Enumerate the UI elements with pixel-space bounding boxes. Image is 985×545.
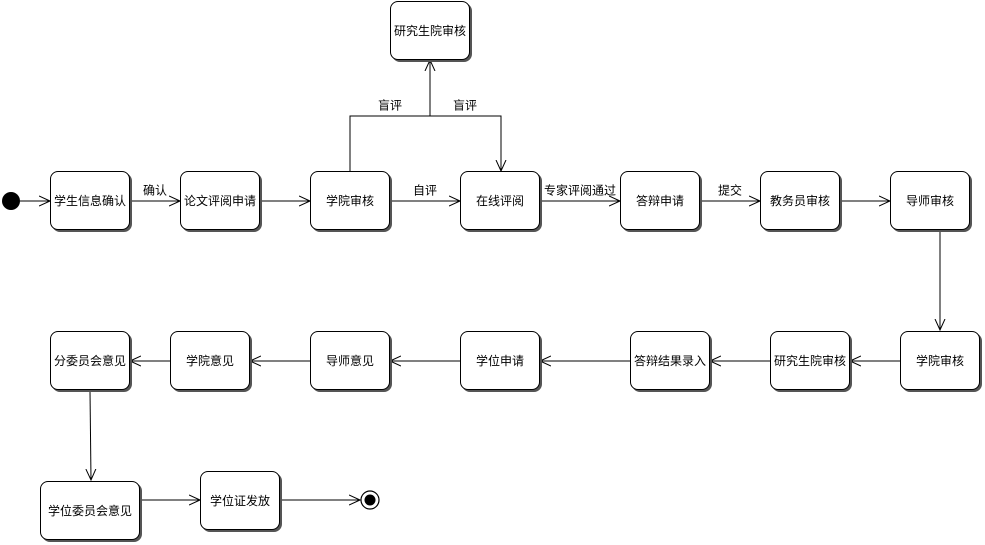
edge-college-review-blind-to-grad-school xyxy=(349,60,430,171)
node-student-info-confirm: 学生信息确认 xyxy=(50,171,130,230)
edge-label-expert-review-passed: 专家评阅通过 xyxy=(543,183,617,198)
node-academic-staff-review: 教务员审核 xyxy=(760,171,840,230)
node-college-review-2: 学院审核 xyxy=(900,331,980,390)
end-node xyxy=(360,490,380,510)
node-defense-apply: 答辩申请 xyxy=(620,171,700,230)
node-advisor-review: 导师审核 xyxy=(890,171,970,230)
edge-label-self-review: 自评 xyxy=(412,183,438,198)
node-degree-committee-opinion: 学位委员会意见 xyxy=(40,481,140,540)
node-college-opinion: 学院意见 xyxy=(170,331,250,390)
node-college-review-1: 学院审核 xyxy=(310,171,390,230)
node-defense-result-entry: 答辩结果录入 xyxy=(630,331,710,390)
node-subcommittee-opinion: 分委员会意见 xyxy=(50,331,130,390)
node-degree-certificate-issue: 学位证发放 xyxy=(200,471,280,530)
edge-label-submit: 提交 xyxy=(717,183,743,198)
node-online-review: 在线评阅 xyxy=(460,171,540,230)
node-grad-school-review-2: 研究生院审核 xyxy=(770,331,850,390)
edge-label-blind-review-down: 盲评 xyxy=(452,98,478,113)
edge-label-confirm: 确认 xyxy=(142,183,168,198)
start-node xyxy=(2,192,20,210)
edge-subcommittee-to-degree-committee xyxy=(90,390,91,480)
edge-grad-school-blind-to-online-review xyxy=(430,115,501,171)
node-advisor-opinion: 导师意见 xyxy=(310,331,390,390)
edge-label-blind-review-up: 盲评 xyxy=(377,98,403,113)
node-degree-apply: 学位申请 xyxy=(460,331,540,390)
node-grad-school-review-top: 研究生院审核 xyxy=(390,1,470,60)
node-thesis-review-apply: 论文评阅申请 xyxy=(180,171,260,230)
